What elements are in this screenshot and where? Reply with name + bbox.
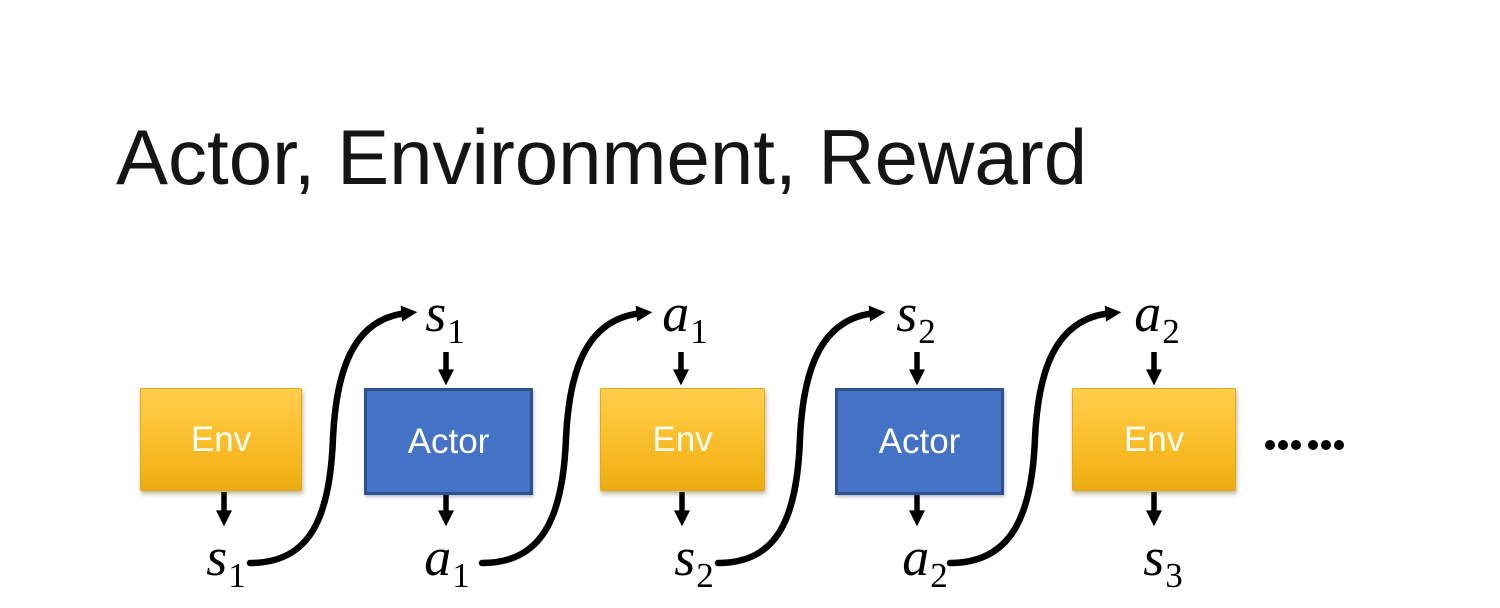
- label-s2-bottom-subscript: 2: [696, 556, 714, 595]
- label-s1-top-letter: s: [425, 283, 447, 343]
- ellipsis-dot: [1278, 440, 1288, 450]
- label-s1-top: s1: [425, 283, 465, 349]
- label-s2-top-subscript: 2: [918, 312, 936, 351]
- env-box-2-label: Env: [652, 420, 713, 459]
- label-a2-bottom-letter: a: [902, 527, 930, 587]
- label-a1-top-subscript: 1: [690, 312, 708, 351]
- label-a1-bottom-letter: a: [424, 527, 452, 587]
- label-s2-top: s2: [896, 283, 936, 349]
- ellipsis-dot: [1265, 440, 1275, 450]
- actor-box-2-label: Actor: [878, 422, 961, 461]
- label-a1-bottom-subscript: 1: [452, 556, 470, 595]
- ellipsis-dot: [1321, 440, 1331, 450]
- label-s3-bottom: s3: [1143, 527, 1183, 593]
- label-a2-top-subscript: 2: [1162, 312, 1180, 351]
- label-s1-bottom-letter: s: [206, 527, 228, 587]
- label-a2-top: a2: [1134, 283, 1180, 349]
- curve-s1: [246, 305, 418, 567]
- label-a1-bottom: a1: [424, 527, 470, 593]
- label-s2-top-letter: s: [896, 283, 918, 343]
- env-box-3: Env: [1072, 388, 1236, 491]
- label-a1-top-letter: a: [662, 283, 690, 343]
- env-box-2: Env: [600, 388, 765, 491]
- label-a1-top: a1: [662, 283, 708, 349]
- label-s1-bottom: s1: [206, 527, 246, 593]
- curve-s2: [714, 305, 886, 567]
- label-a2-bottom-subscript: 2: [930, 556, 948, 595]
- curve-a2: [946, 305, 1122, 567]
- label-s3-bottom-subscript: 3: [1165, 556, 1183, 595]
- label-a2-top-letter: a: [1134, 283, 1162, 343]
- label-a2-bottom: a2: [902, 527, 948, 593]
- ellipsis-dot: [1334, 440, 1344, 450]
- env-box-1: Env: [140, 388, 302, 491]
- curve-a1: [478, 305, 653, 567]
- label-s1-top-subscript: 1: [447, 312, 465, 351]
- actor-box-2: Actor: [835, 388, 1004, 495]
- env-box-3-label: Env: [1123, 420, 1185, 459]
- slide-title: Actor, Environment, Reward: [116, 113, 1088, 201]
- label-s3-bottom-letter: s: [1143, 527, 1165, 587]
- env-box-1-label: Env: [190, 420, 252, 459]
- ellipsis-dot: [1308, 440, 1318, 450]
- label-s1-bottom-subscript: 1: [228, 556, 246, 595]
- actor-box-1-label: Actor: [407, 422, 490, 461]
- actor-box-1: Actor: [364, 388, 533, 495]
- label-s2-bottom-letter: s: [674, 527, 696, 587]
- ellipsis-dot: [1291, 440, 1301, 450]
- label-s2-bottom: s2: [674, 527, 714, 593]
